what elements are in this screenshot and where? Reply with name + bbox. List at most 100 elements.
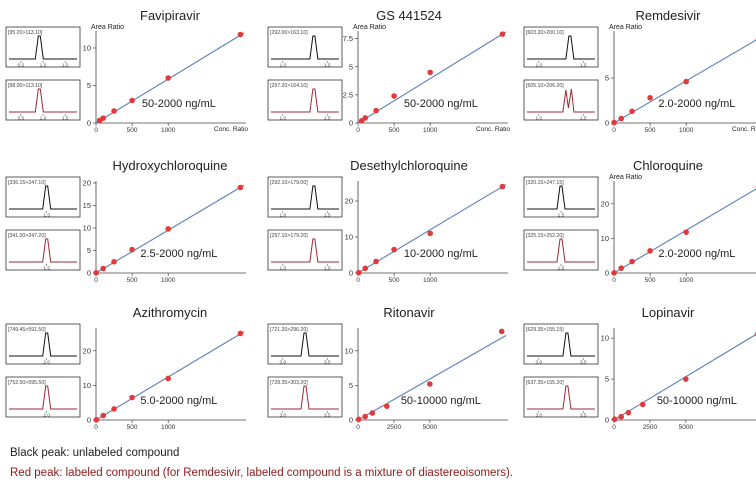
x-tick-label: 500 xyxy=(645,277,656,284)
data-point xyxy=(93,269,99,276)
red-peak-inset-label: [325.15>252.20] xyxy=(526,233,564,239)
data-point xyxy=(618,413,624,420)
y-tick-label: 10 xyxy=(83,381,91,390)
x-tick-label: 500 xyxy=(127,277,138,284)
red-peak-inset-tick-label: 1.0 xyxy=(40,116,47,122)
red-peak-inset-trace xyxy=(527,238,595,263)
range-label: 50-10000 ng/mL xyxy=(401,395,481,407)
range-label: 2.0-2000 ng/mL xyxy=(658,248,735,260)
y-axis-label: Area Ratio xyxy=(91,24,124,31)
black-peak-inset-frame xyxy=(523,26,599,68)
black-peak-inset-label: [292.10>179.00] xyxy=(270,180,308,186)
y-tick-label: 5 xyxy=(87,246,91,255)
black-peak-inset-label: [721.20>296.20] xyxy=(270,327,308,333)
chart-title: Remdesivir xyxy=(635,8,701,23)
y-tick-label: 20 xyxy=(83,179,91,188)
black-peak-inset-frame xyxy=(523,323,599,365)
x-tick-label: 1000 xyxy=(423,277,438,284)
chart-title: Desethylchloroquine xyxy=(350,158,468,173)
data-point xyxy=(129,246,135,253)
x-tick-label: 0 xyxy=(94,127,98,134)
y-tick-label: 2.5 xyxy=(343,90,353,99)
black-peak-inset-trace xyxy=(527,332,595,357)
x-tick-label: 0 xyxy=(356,424,360,431)
data-point xyxy=(499,31,506,37)
red-peak-inset-tick-label: 1.5 xyxy=(324,266,331,272)
data-point xyxy=(499,183,506,190)
y-tick-label: 10 xyxy=(345,233,353,242)
x-tick-label: 5000 xyxy=(423,424,438,431)
y-tick-label: 0 xyxy=(605,119,609,128)
data-point xyxy=(129,97,135,104)
y-tick-label: 5 xyxy=(605,74,609,83)
x-tick-label: 500 xyxy=(127,424,138,431)
red-peak-inset-frame xyxy=(5,79,81,121)
data-point xyxy=(165,75,171,81)
black-peak-inset-tick-label: 2.0 xyxy=(43,360,50,366)
x-tick-label: 0 xyxy=(94,424,98,431)
calibration-fit-line xyxy=(613,188,756,274)
red-peak-inset-tick-label: 3.5 xyxy=(324,413,331,419)
red-peak-inset-tick-label: 3.5 xyxy=(580,413,587,419)
chart-panel: Azithromycin[749.45>591.50]2.0[752.50>59… xyxy=(5,305,246,431)
data-point xyxy=(100,412,107,419)
data-point xyxy=(111,258,117,265)
red-peak-inset-label: [341.00>247.20] xyxy=(8,233,46,239)
data-point xyxy=(611,416,618,422)
range-label: 50-2000 ng/mL xyxy=(404,98,478,110)
red-peak-inset-tick-label: 2.0 xyxy=(43,413,50,419)
x-axis-label: Conc. Ratio xyxy=(732,126,756,133)
red-peak-inset-trace xyxy=(9,238,77,263)
y-tick-label: 0 xyxy=(349,416,353,425)
y-tick-label: 7.5 xyxy=(343,34,353,43)
red-peak-inset-tick-label: 1.0 xyxy=(279,116,286,122)
black-peak-inset-trace xyxy=(271,35,339,60)
black-peak-inset-tick-label: 3.5 xyxy=(580,360,587,366)
black-peak-inset-frame xyxy=(267,323,343,365)
range-label: 2.5-2000 ng/mL xyxy=(140,248,217,260)
red-peak-inset-trace xyxy=(271,385,339,410)
y-tick-label: 0 xyxy=(349,119,353,128)
y-tick-label: 5 xyxy=(349,381,353,390)
chart-panel: Hydroxychloroquine[336.15>247.10]1.5[341… xyxy=(5,158,246,284)
black-peak-inset-tick-label: 3.0 xyxy=(535,360,542,366)
red-peak-inset-label: [637.35>155.20] xyxy=(526,380,564,386)
chart-title: Chloroquine xyxy=(633,158,703,173)
black-peak-inset-tick-label: 3.0 xyxy=(279,360,286,366)
data-point xyxy=(111,108,117,114)
data-point xyxy=(618,265,625,271)
red-peak-inset-frame xyxy=(5,376,81,418)
calibration-fit-line xyxy=(357,335,507,421)
data-point xyxy=(373,107,379,114)
data-point xyxy=(100,265,107,272)
chart-title: Azithromycin xyxy=(133,305,207,320)
x-tick-label: 1000 xyxy=(161,424,176,431)
x-tick-label: 2500 xyxy=(387,424,402,431)
red-peak-inset-label: [728.35>303.20] xyxy=(270,380,308,386)
red-peak-inset-trace xyxy=(527,385,595,410)
x-axis-label: Conc. Ratio xyxy=(476,126,510,133)
red-peak-inset-tick-label: 1.0 xyxy=(279,266,286,272)
data-point xyxy=(237,31,244,38)
black-peak-inset-trace xyxy=(527,35,595,60)
x-tick-label: 500 xyxy=(645,127,656,134)
y-tick-label: 10 xyxy=(83,224,91,233)
data-point xyxy=(369,410,376,416)
y-axis-label: Area Ratio xyxy=(353,24,386,31)
data-point xyxy=(391,246,397,253)
range-label: 10-2000 ng/mL xyxy=(404,248,478,260)
data-point xyxy=(647,248,653,254)
black-peak-inset-tick-label: 1.5 xyxy=(43,213,50,219)
black-peak-inset-tick-label: 1.0 xyxy=(40,63,47,69)
black-peak-inset-frame xyxy=(267,176,343,218)
black-peak-inset-tick-label: 1.5 xyxy=(324,213,331,219)
range-label: 50-2000 ng/mL xyxy=(142,98,216,110)
x-tick-label: 1000 xyxy=(161,277,176,284)
black-peak-inset-trace xyxy=(9,185,77,210)
black-peak-inset-frame xyxy=(523,176,599,218)
red-peak-inset-tick-label: 1.0 xyxy=(535,116,542,122)
black-peak-inset-label: [95.20>113.10] xyxy=(8,30,43,36)
